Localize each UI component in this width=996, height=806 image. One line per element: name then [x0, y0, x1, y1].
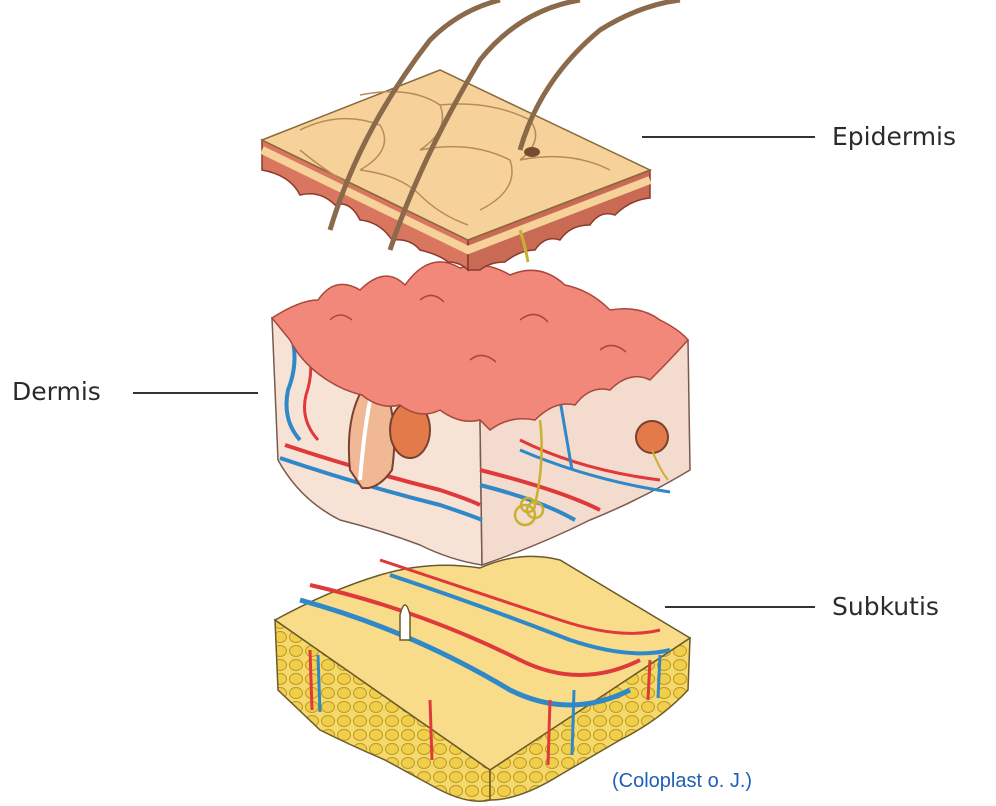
epidermis-label: Epidermis [832, 122, 956, 151]
source-caption: (Coloplast o. J.) [612, 770, 752, 793]
subkutis-layer [275, 556, 690, 801]
subkutis-label: Subkutis [832, 592, 939, 621]
epidermis-layer [262, 0, 680, 270]
dermis-label: Dermis [12, 377, 101, 406]
dermis-layer [272, 262, 690, 565]
